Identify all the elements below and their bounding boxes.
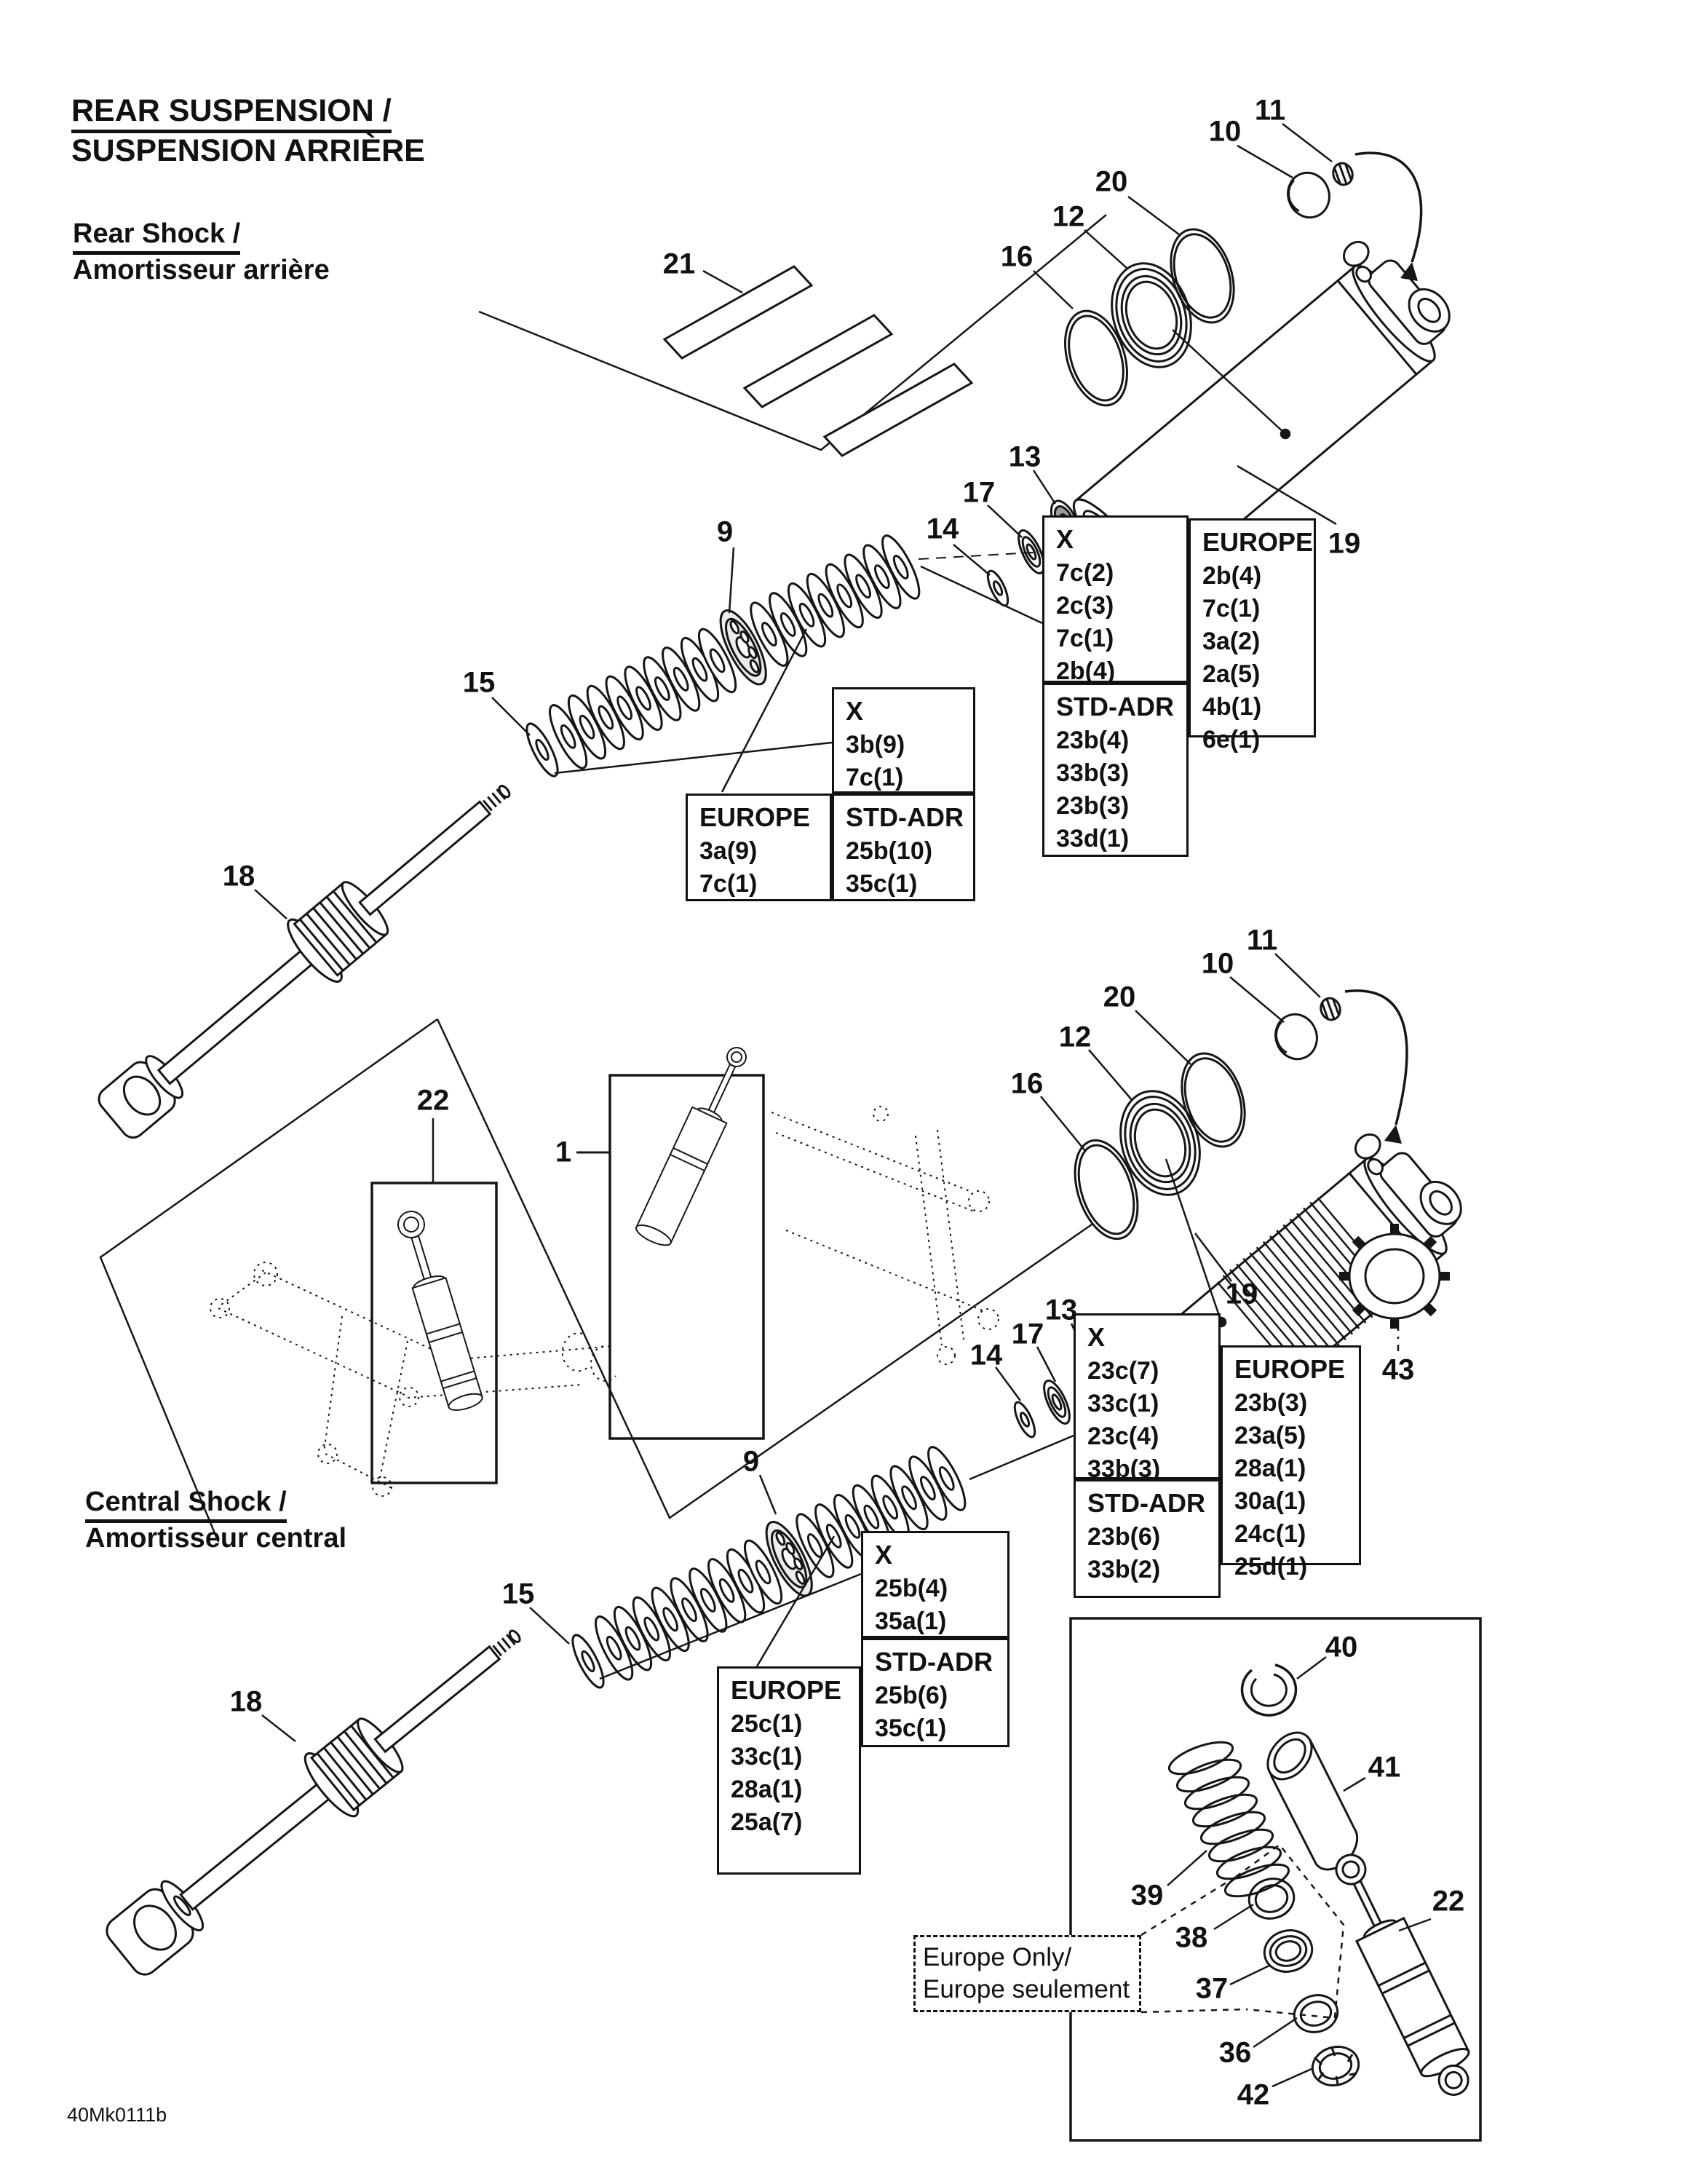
callout-central-19: 19	[1225, 1278, 1258, 1310]
callout-box-39: 39	[1130, 1879, 1164, 1912]
sleeve-41	[1266, 1731, 1359, 1871]
europe-only-boundary	[1140, 1843, 1345, 2019]
callout-rear-14: 14	[926, 513, 959, 545]
callout-rear-11: 11	[1254, 94, 1286, 127]
central-shock-title: Central Shock / Amortisseur central	[85, 1487, 347, 1554]
seal-38	[1247, 1878, 1296, 1920]
rear-shock-title: Rear Shock / Amortisseur arrière	[73, 218, 330, 285]
callout-central-11: 11	[1246, 924, 1278, 957]
table-rear-left-x: X 3b(9) 7c(1)	[832, 687, 975, 794]
callout-central-16: 16	[1010, 1067, 1044, 1100]
central-oring-20	[1181, 1052, 1246, 1148]
callout-rear-17: 17	[962, 476, 996, 509]
snap-ring-40	[1240, 1663, 1298, 1717]
rear-seal-ring-12	[1111, 262, 1192, 368]
suspension-overview-sketch	[210, 1047, 999, 1497]
central-install-arrow	[1344, 989, 1408, 1125]
rear-decals-21	[662, 265, 974, 457]
callout-rear-19: 19	[1328, 527, 1361, 560]
callout-middle-1: 1	[555, 1136, 572, 1168]
table-central-left-europe: EUROPE 25c(1) 33c(1) 28a(1) 25a(7)	[717, 1666, 861, 1875]
table-central-x: X 23c(7) 33c(1) 23c(4) 33b(3)	[1074, 1313, 1221, 1483]
spring-39	[1167, 1741, 1290, 1898]
detail-leaders	[1167, 1656, 1432, 2088]
rear-oring-16	[1064, 309, 1128, 407]
document-code: 40Mk0111b	[67, 2104, 167, 2126]
central-cap-10	[1274, 1013, 1318, 1061]
central-seal-ring-12	[1119, 1090, 1201, 1196]
callout-box-42: 42	[1237, 2078, 1270, 2111]
central-shock-rod	[106, 1629, 521, 1976]
callout-central-9: 9	[742, 1445, 760, 1478]
callout-box-41: 41	[1368, 1751, 1401, 1784]
table-rear-left-europe: EUROPE 3a(9) 7c(1)	[686, 794, 832, 901]
rear-fitting-11	[1332, 162, 1354, 186]
callout-central-15: 15	[501, 1578, 535, 1610]
callout-central-10: 10	[1201, 947, 1234, 980]
callout-box-38: 38	[1175, 1921, 1208, 1954]
callout-rear-21: 21	[662, 248, 696, 280]
callout-rear-13: 13	[1008, 440, 1042, 473]
table-rear-europe: EUROPE 2b(4) 7c(1) 3a(2) 2a(5) 4b(1) 6e(…	[1189, 518, 1316, 753]
callout-central-13: 13	[1044, 1294, 1078, 1326]
callout-rear-9: 9	[716, 515, 734, 548]
callout-rear-15: 15	[462, 666, 496, 699]
callout-box-22: 22	[1432, 1885, 1465, 1918]
central-washer-17	[1043, 1380, 1071, 1425]
callout-central-17: 17	[1011, 1318, 1044, 1350]
callout-central-43: 43	[1381, 1353, 1415, 1386]
callout-central-12: 12	[1058, 1021, 1092, 1053]
middle-shock-22	[397, 1211, 483, 1411]
table-central-stdadr: STD-ADR 23b(6) 33b(2)	[1074, 1479, 1221, 1598]
callout-central-20: 20	[1103, 981, 1136, 1013]
callout-rear-12: 12	[1052, 200, 1085, 233]
callout-middle-22: 22	[416, 1084, 450, 1117]
table-central-left-x: X 25b(4) 35a(1)	[861, 1531, 1009, 1638]
callout-box-36: 36	[1218, 2036, 1252, 2069]
zone-separator-lines	[99, 214, 1107, 1543]
middle-box-22	[370, 1182, 498, 1484]
callout-rear-16: 16	[1000, 240, 1034, 273]
rear-oring-20	[1170, 228, 1235, 324]
central-cam-ring-43	[1339, 1224, 1450, 1351]
central-washer-14	[1013, 1401, 1036, 1439]
lock-washer-42	[1311, 2046, 1360, 2086]
callout-central-18: 18	[229, 1685, 263, 1718]
box-shock-22	[1335, 1853, 1470, 2096]
callout-rear-18: 18	[222, 860, 255, 893]
europe-only-note: Europe Only/ Europe seulement	[913, 1935, 1141, 2012]
central-oring-16	[1074, 1139, 1139, 1241]
table-central-europe: EUROPE 23b(3) 23a(5) 28a(1) 30a(1) 24c(1…	[1221, 1345, 1361, 1580]
table-rear-left-stdadr: STD-ADR 25b(10) 35c(1)	[832, 794, 975, 901]
seal-37	[1263, 1929, 1314, 1973]
rear-leaders	[254, 123, 1337, 919]
callout-rear-20: 20	[1095, 165, 1128, 198]
middle-shock-in-frame	[635, 1047, 747, 1246]
suspension-frame-dotted	[210, 1106, 999, 1497]
callout-central-14: 14	[969, 1339, 1003, 1372]
detail-box	[1069, 1617, 1482, 2142]
middle-box-1	[608, 1074, 765, 1440]
table-central-left-stdadr: STD-ADR 25b(6) 35c(1)	[861, 1638, 1009, 1747]
rear-shock-rod	[98, 785, 511, 1139]
central-fitting-11	[1320, 997, 1341, 1021]
table-rear-x: X 7c(2) 2c(3) 7c(1) 2b(4)	[1042, 515, 1189, 685]
rear-install-arrow	[1354, 151, 1423, 263]
page-title: REAR SUSPENSION / SUSPENSION ARRIÈRE	[71, 93, 425, 168]
rear-cap-10	[1287, 171, 1330, 219]
callout-box-40: 40	[1325, 1631, 1358, 1663]
table-rear-stdadr: STD-ADR 23b(4) 33b(3) 23b(3) 33d(1)	[1042, 683, 1189, 857]
seal-36	[1293, 1994, 1339, 2033]
rear-shock-assembly	[98, 123, 1451, 1139]
callout-rear-10: 10	[1208, 115, 1242, 148]
callout-box-37: 37	[1195, 1972, 1229, 2005]
